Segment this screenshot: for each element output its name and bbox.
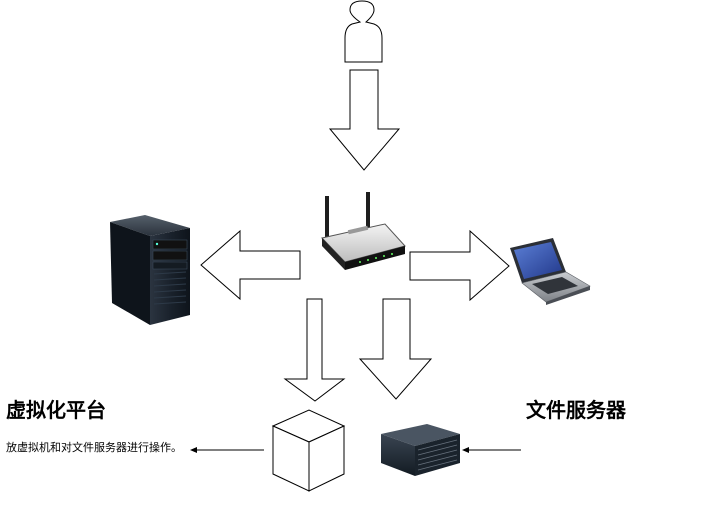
user-icon[interactable] — [344, 0, 383, 63]
arrow-router-to-virtual-platform — [283, 298, 346, 402]
arrow-router-to-laptop — [409, 229, 510, 302]
tower-server-icon[interactable] — [110, 215, 190, 325]
arrow-label-to-file-server — [462, 447, 521, 453]
virtualization-platform-label: 虚拟化平台 — [6, 398, 106, 422]
arrow-router-to-tower — [200, 229, 301, 301]
rack-server-icon[interactable] — [381, 424, 460, 476]
virtualization-note: 放虚拟机和对文件服务器进行操作。 — [6, 441, 182, 454]
wireless-router-icon[interactable] — [321, 192, 406, 270]
laptop-icon[interactable] — [510, 238, 591, 305]
cube-icon[interactable] — [271, 409, 346, 492]
file-server-label: 文件服务器 — [526, 398, 626, 422]
arrow-user-to-router — [328, 69, 401, 171]
arrow-router-to-file-server — [358, 298, 433, 400]
arrow-cube-to-note — [190, 447, 264, 453]
